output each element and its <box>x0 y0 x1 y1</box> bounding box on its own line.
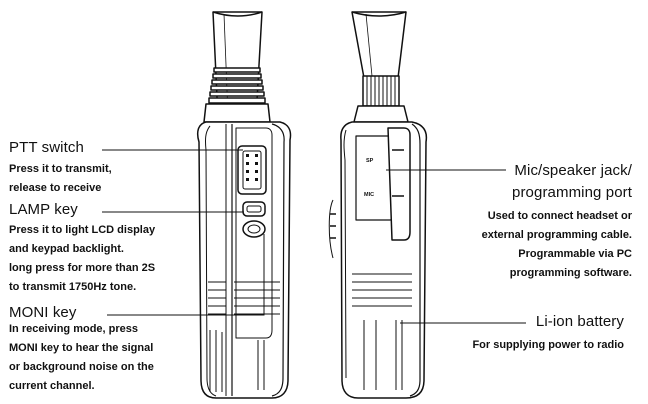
jack-desc-line-1: Used to connect headset or <box>487 210 632 222</box>
right-knob <box>353 75 409 123</box>
battery-description: For supplying power to radio <box>472 336 624 355</box>
moni-leader <box>107 234 265 316</box>
left-radio-side-view <box>196 11 292 399</box>
ptt-switch <box>237 145 267 195</box>
battery-title: Li-ion battery <box>535 313 624 330</box>
jack-title-line-1: Mic/speaker jack/ <box>514 162 632 179</box>
left-grip-ridges <box>208 281 280 392</box>
right-antenna <box>351 11 407 79</box>
mic-marking: MIC <box>364 192 374 198</box>
sp-marking: SP <box>366 158 374 164</box>
moni-key-description: In receiving mode, press MONI key to hea… <box>9 320 154 396</box>
jack-desc-line-4: programming software. <box>509 267 632 279</box>
lamp-desc-line-2: and keypad backlight. <box>9 243 124 255</box>
jack-description: Used to connect headset or external prog… <box>482 207 632 283</box>
moni-desc-line-1: In receiving mode, press <box>9 323 138 335</box>
lamp-key <box>242 201 266 217</box>
leader-lines <box>102 149 526 324</box>
right-radio-side-view: SP MIC <box>328 11 428 399</box>
jack-title-line-2: programming port <box>512 184 632 201</box>
jack-cover <box>387 127 411 241</box>
moni-desc-line-3: or background noise on the <box>9 361 154 373</box>
ptt-desc-line-2: release to receive <box>9 182 102 194</box>
left-radio-body <box>196 121 292 399</box>
lamp-desc-line-3: long press for more than 2S <box>9 262 156 274</box>
moni-desc-line-4: current channel. <box>9 380 95 392</box>
jack-title: Mic/speaker jack/ programming port <box>512 160 632 204</box>
lamp-desc-line-4: to transmit 1750Hz tone. <box>9 281 137 293</box>
jack-desc-line-2: external programming cable. <box>481 229 632 241</box>
lamp-desc-line-1: Press it to light LCD display <box>9 224 156 236</box>
jack-desc-line-3: Programmable via PC <box>518 248 632 260</box>
left-antenna-base <box>203 67 271 123</box>
ptt-desc-line-1: Press it to transmit, <box>9 163 112 175</box>
moni-desc-line-2: MONI key to hear the signal <box>9 342 154 354</box>
battery-desc-line-1: For supplying power to radio <box>472 339 624 351</box>
right-grip-ridges <box>352 273 412 390</box>
moni-key <box>242 220 266 238</box>
ptt-switch-title: PTT switch <box>9 139 84 156</box>
lamp-key-title: LAMP key <box>9 201 78 218</box>
lamp-key-description: Press it to light LCD display and keypad… <box>9 221 155 297</box>
ptt-switch-description: Press it to transmit, release to receive <box>9 160 112 198</box>
moni-key-title: MONI key <box>9 304 77 321</box>
